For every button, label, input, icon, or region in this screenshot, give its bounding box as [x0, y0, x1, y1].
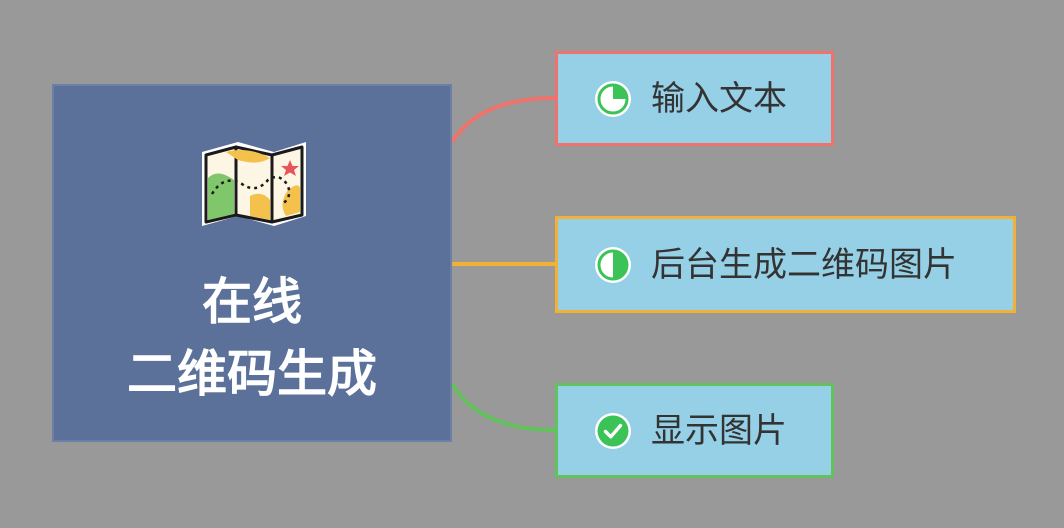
progress-half-icon — [595, 246, 631, 283]
progress-quarter-icon — [595, 80, 631, 117]
branch-input-text[interactable]: 输入文本 — [555, 51, 834, 146]
connector-red — [450, 96, 556, 144]
branch-label: 后台生成二维码图片 — [651, 244, 957, 285]
branch-generate-qr[interactable]: 后台生成二维码图片 — [555, 216, 1016, 313]
branch-label: 输入文本 — [651, 78, 787, 119]
folded-map-icon — [202, 142, 306, 226]
central-title-line1: 在线 — [202, 273, 302, 331]
branch-label: 显示图片 — [651, 410, 787, 451]
connector-green — [450, 382, 556, 432]
branch-show-image[interactable]: 显示图片 — [555, 383, 834, 478]
check-icon — [595, 412, 631, 449]
central-topic[interactable]: 在线 二维码生成 — [52, 84, 452, 442]
central-title-line2: 二维码生成 — [127, 345, 377, 403]
